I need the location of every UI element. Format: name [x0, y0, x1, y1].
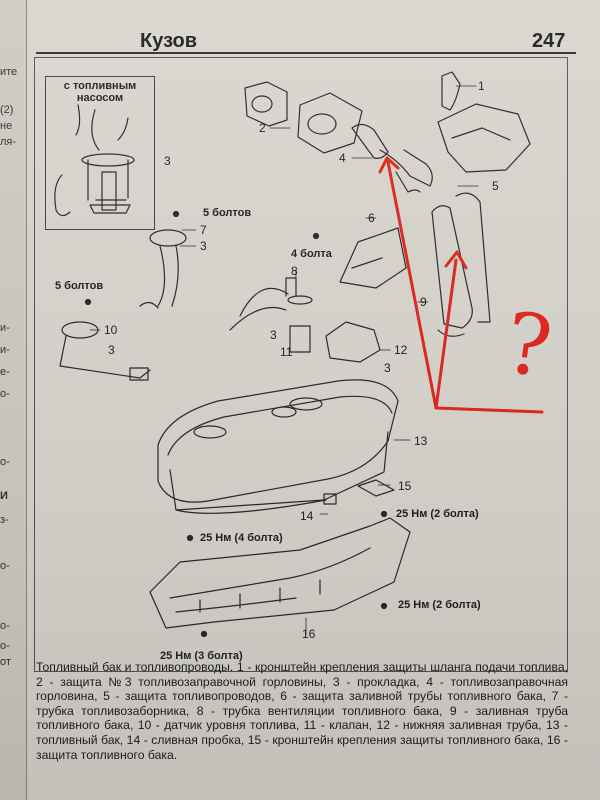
callout-3-inset: 3: [164, 154, 171, 168]
margin-fragment: ля-: [0, 136, 17, 148]
torque-note: 25 Нм (2 болта): [398, 599, 481, 611]
margin-fragment: ите: [0, 66, 18, 78]
fuel-pump-inset-box: [45, 76, 155, 230]
callout-11: 11: [280, 345, 293, 359]
fastener-note: 4 болта: [291, 248, 332, 260]
adjacent-page-edge: [0, 0, 27, 800]
filler-neck-guard-drawing: [244, 81, 363, 154]
filler-pipe-guard-drawing: [339, 227, 407, 289]
callout-4: 4: [339, 151, 346, 165]
callout-8: 8: [291, 264, 298, 278]
margin-fragment: е-: [0, 366, 10, 378]
callout-3b: 3: [270, 328, 277, 342]
section-title: Кузов: [140, 30, 198, 52]
header-rule: [36, 52, 576, 54]
margin-fragment: И: [0, 490, 8, 502]
fuel-tank-drawing: [157, 379, 399, 514]
margin-fragment: (2): [0, 104, 14, 116]
callout-3c: 3: [108, 343, 115, 357]
fastener-note: 5 болтов: [203, 207, 252, 219]
callout-5: 5: [492, 179, 499, 193]
pickup-and-vent-tubes: [149, 229, 313, 331]
leader-lines: [89, 85, 479, 635]
callout-1: 1: [478, 79, 485, 93]
valve-and-lower-pipe-drawing: [289, 321, 381, 363]
callout-10: 10: [104, 323, 118, 337]
torque-note: 25 Нм (3 болта): [160, 650, 243, 662]
margin-fragment: не: [0, 120, 13, 132]
margin-fragment: о-: [0, 620, 10, 632]
margin-fragment: от: [0, 656, 11, 668]
margin-fragment: о-: [0, 560, 10, 572]
margin-fragment: о-: [0, 640, 10, 652]
callout-6: 6: [368, 211, 375, 225]
margin-fragment: о-: [0, 388, 10, 400]
tank-guard-drawing: [149, 517, 411, 629]
bracket-and-plug-drawing: [323, 479, 395, 505]
callout-13: 13: [414, 434, 428, 448]
bolt-markers: [84, 210, 388, 638]
inset-fuel-pump-drawing: [54, 104, 135, 217]
margin-fragment: и-: [0, 344, 10, 356]
torque-note: 25 Нм (2 болта): [396, 508, 479, 520]
callout-15: 15: [398, 479, 412, 493]
callout-12: 12: [394, 343, 408, 357]
margin-fragment: и-: [0, 322, 10, 334]
margin-fragment: з-: [0, 514, 9, 526]
filler-pipe-drawing: [431, 192, 491, 337]
figure-caption: Топливный бак и топливопроводы. 1 - крон…: [36, 660, 568, 762]
callout-7: 7: [200, 223, 207, 237]
bracket-and-guard-drawing: [437, 71, 531, 173]
fuel-level-sensor-drawing: [59, 301, 159, 381]
pump-inset-title: с топливным насосом: [63, 80, 137, 104]
fastener-note: 5 болтов: [55, 280, 104, 292]
page-number: 247: [532, 30, 566, 52]
filler-neck-drawing: [351, 123, 433, 193]
callout-2: 2: [259, 121, 266, 135]
callout-14: 14: [300, 509, 314, 523]
callout-3d: 3: [384, 361, 391, 375]
torque-note: 25 Нм (4 болта): [200, 532, 283, 544]
callout-16: 16: [302, 627, 316, 641]
callout-9: 9: [420, 295, 427, 309]
margin-fragment: о-: [0, 456, 10, 468]
callout-3a: 3: [200, 239, 207, 253]
red-annotation-arrows: [378, 156, 544, 414]
diagram-frame: [34, 57, 568, 672]
